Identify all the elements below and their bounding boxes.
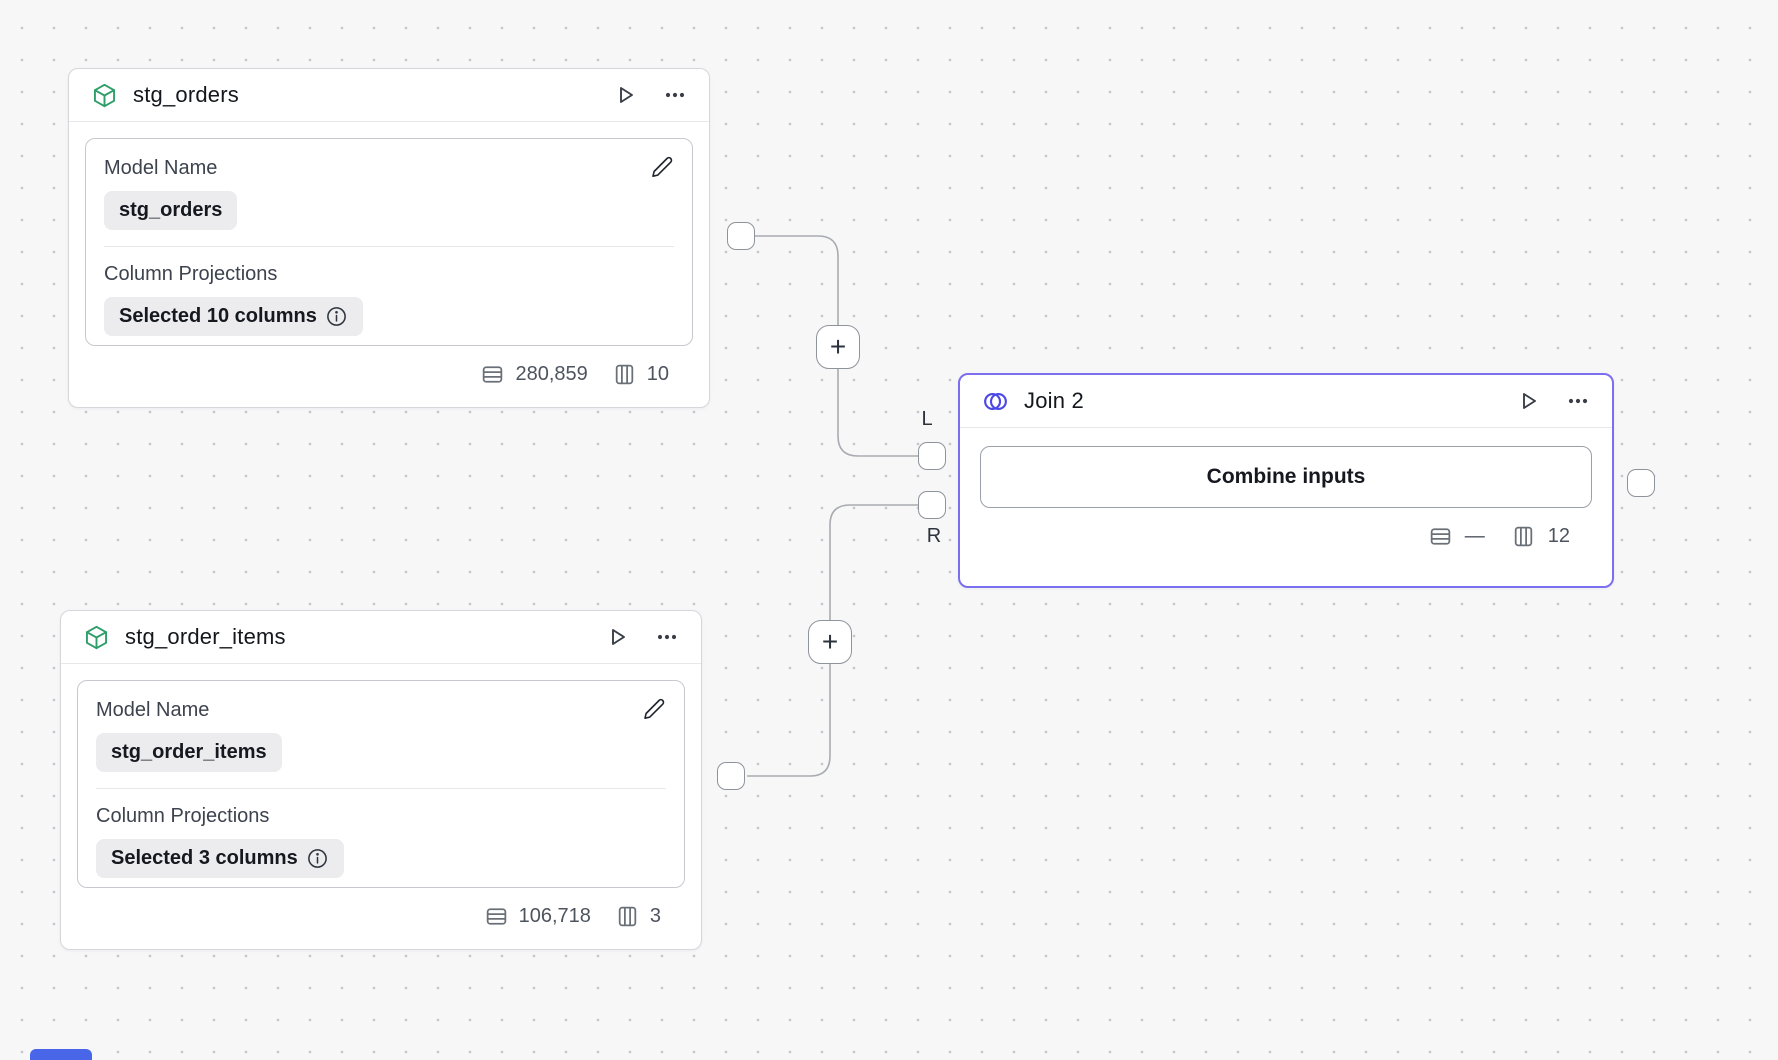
divider [69, 121, 709, 122]
node-title: stg_orders [133, 82, 239, 107]
column-count-icon [1514, 526, 1532, 547]
add-node-on-edge-button-top[interactable]: + [816, 325, 860, 369]
column-count: 12 [1547, 525, 1570, 547]
node-join-2[interactable]: Join 2 Combine inputs [958, 373, 1614, 588]
node-header: stg_orders [69, 69, 709, 121]
column-projections-badge: Selected 10 columns [104, 297, 363, 336]
node-stats: 280,859 10 [85, 346, 693, 387]
divider [960, 427, 1612, 428]
combine-inputs-button[interactable]: Combine inputs [980, 446, 1592, 508]
node-header: Join 2 [960, 375, 1612, 427]
join-input-port-right[interactable] [918, 491, 946, 519]
join-input-port-left[interactable] [918, 442, 946, 470]
right-port-label: R [926, 525, 942, 547]
run-node-button[interactable] [1516, 389, 1540, 413]
column-count: 10 [646, 363, 669, 385]
column-count-icon [615, 364, 633, 385]
divider [61, 663, 701, 664]
model-name-value-badge: stg_orders [104, 191, 238, 230]
node-stats: — 12 [980, 508, 1592, 549]
column-count: 3 [649, 905, 661, 927]
run-node-button[interactable] [613, 83, 637, 107]
node-menu-button[interactable] [1566, 389, 1590, 413]
node-config-card: Model Name stg_orders Column Projections… [85, 138, 693, 346]
row-count-icon [1430, 528, 1450, 545]
node-menu-button[interactable] [655, 625, 679, 649]
output-port-stg-order-items[interactable] [717, 762, 745, 790]
join-venn-icon [982, 388, 1009, 415]
node-menu-button[interactable] [663, 83, 687, 107]
partially-visible-blue-button[interactable] [30, 1049, 92, 1060]
edit-pencil-icon[interactable] [642, 697, 666, 721]
divider [104, 246, 674, 247]
add-node-on-edge-button-bottom[interactable]: + [808, 620, 852, 664]
node-config-card: Model Name stg_order_items Column Projec… [77, 680, 685, 888]
node-stg-orders[interactable]: stg_orders Model Name [68, 68, 710, 408]
column-projections-badge: Selected 3 columns [96, 839, 344, 878]
edit-pencil-icon[interactable] [650, 155, 674, 179]
node-title: stg_order_items [125, 624, 286, 649]
column-count-icon [618, 906, 637, 927]
node-title: Join 2 [1024, 388, 1084, 413]
node-header: stg_order_items [61, 611, 701, 663]
row-count-icon [483, 366, 503, 383]
divider [96, 788, 666, 789]
output-port-stg-orders[interactable] [727, 222, 755, 250]
info-icon[interactable] [325, 305, 348, 328]
node-stg-order-items[interactable]: stg_order_items Model Name [60, 610, 702, 950]
left-port-label: L [921, 408, 933, 430]
model-name-label: Model Name [104, 157, 218, 179]
model-cube-icon [91, 82, 118, 109]
node-stats: 106,718 3 [77, 888, 685, 929]
model-name-label: Model Name [96, 699, 210, 721]
row-count-icon [486, 908, 506, 925]
row-count: — [1464, 525, 1485, 547]
row-count: 106,718 [518, 905, 591, 927]
run-node-button[interactable] [605, 625, 629, 649]
model-cube-icon [83, 624, 110, 651]
column-projections-label: Column Projections [104, 263, 278, 285]
info-icon[interactable] [306, 847, 329, 870]
output-port-join[interactable] [1627, 469, 1655, 497]
column-projections-label: Column Projections [96, 805, 270, 827]
model-name-value-badge: stg_order_items [96, 733, 282, 772]
row-count: 280,859 [515, 363, 588, 385]
